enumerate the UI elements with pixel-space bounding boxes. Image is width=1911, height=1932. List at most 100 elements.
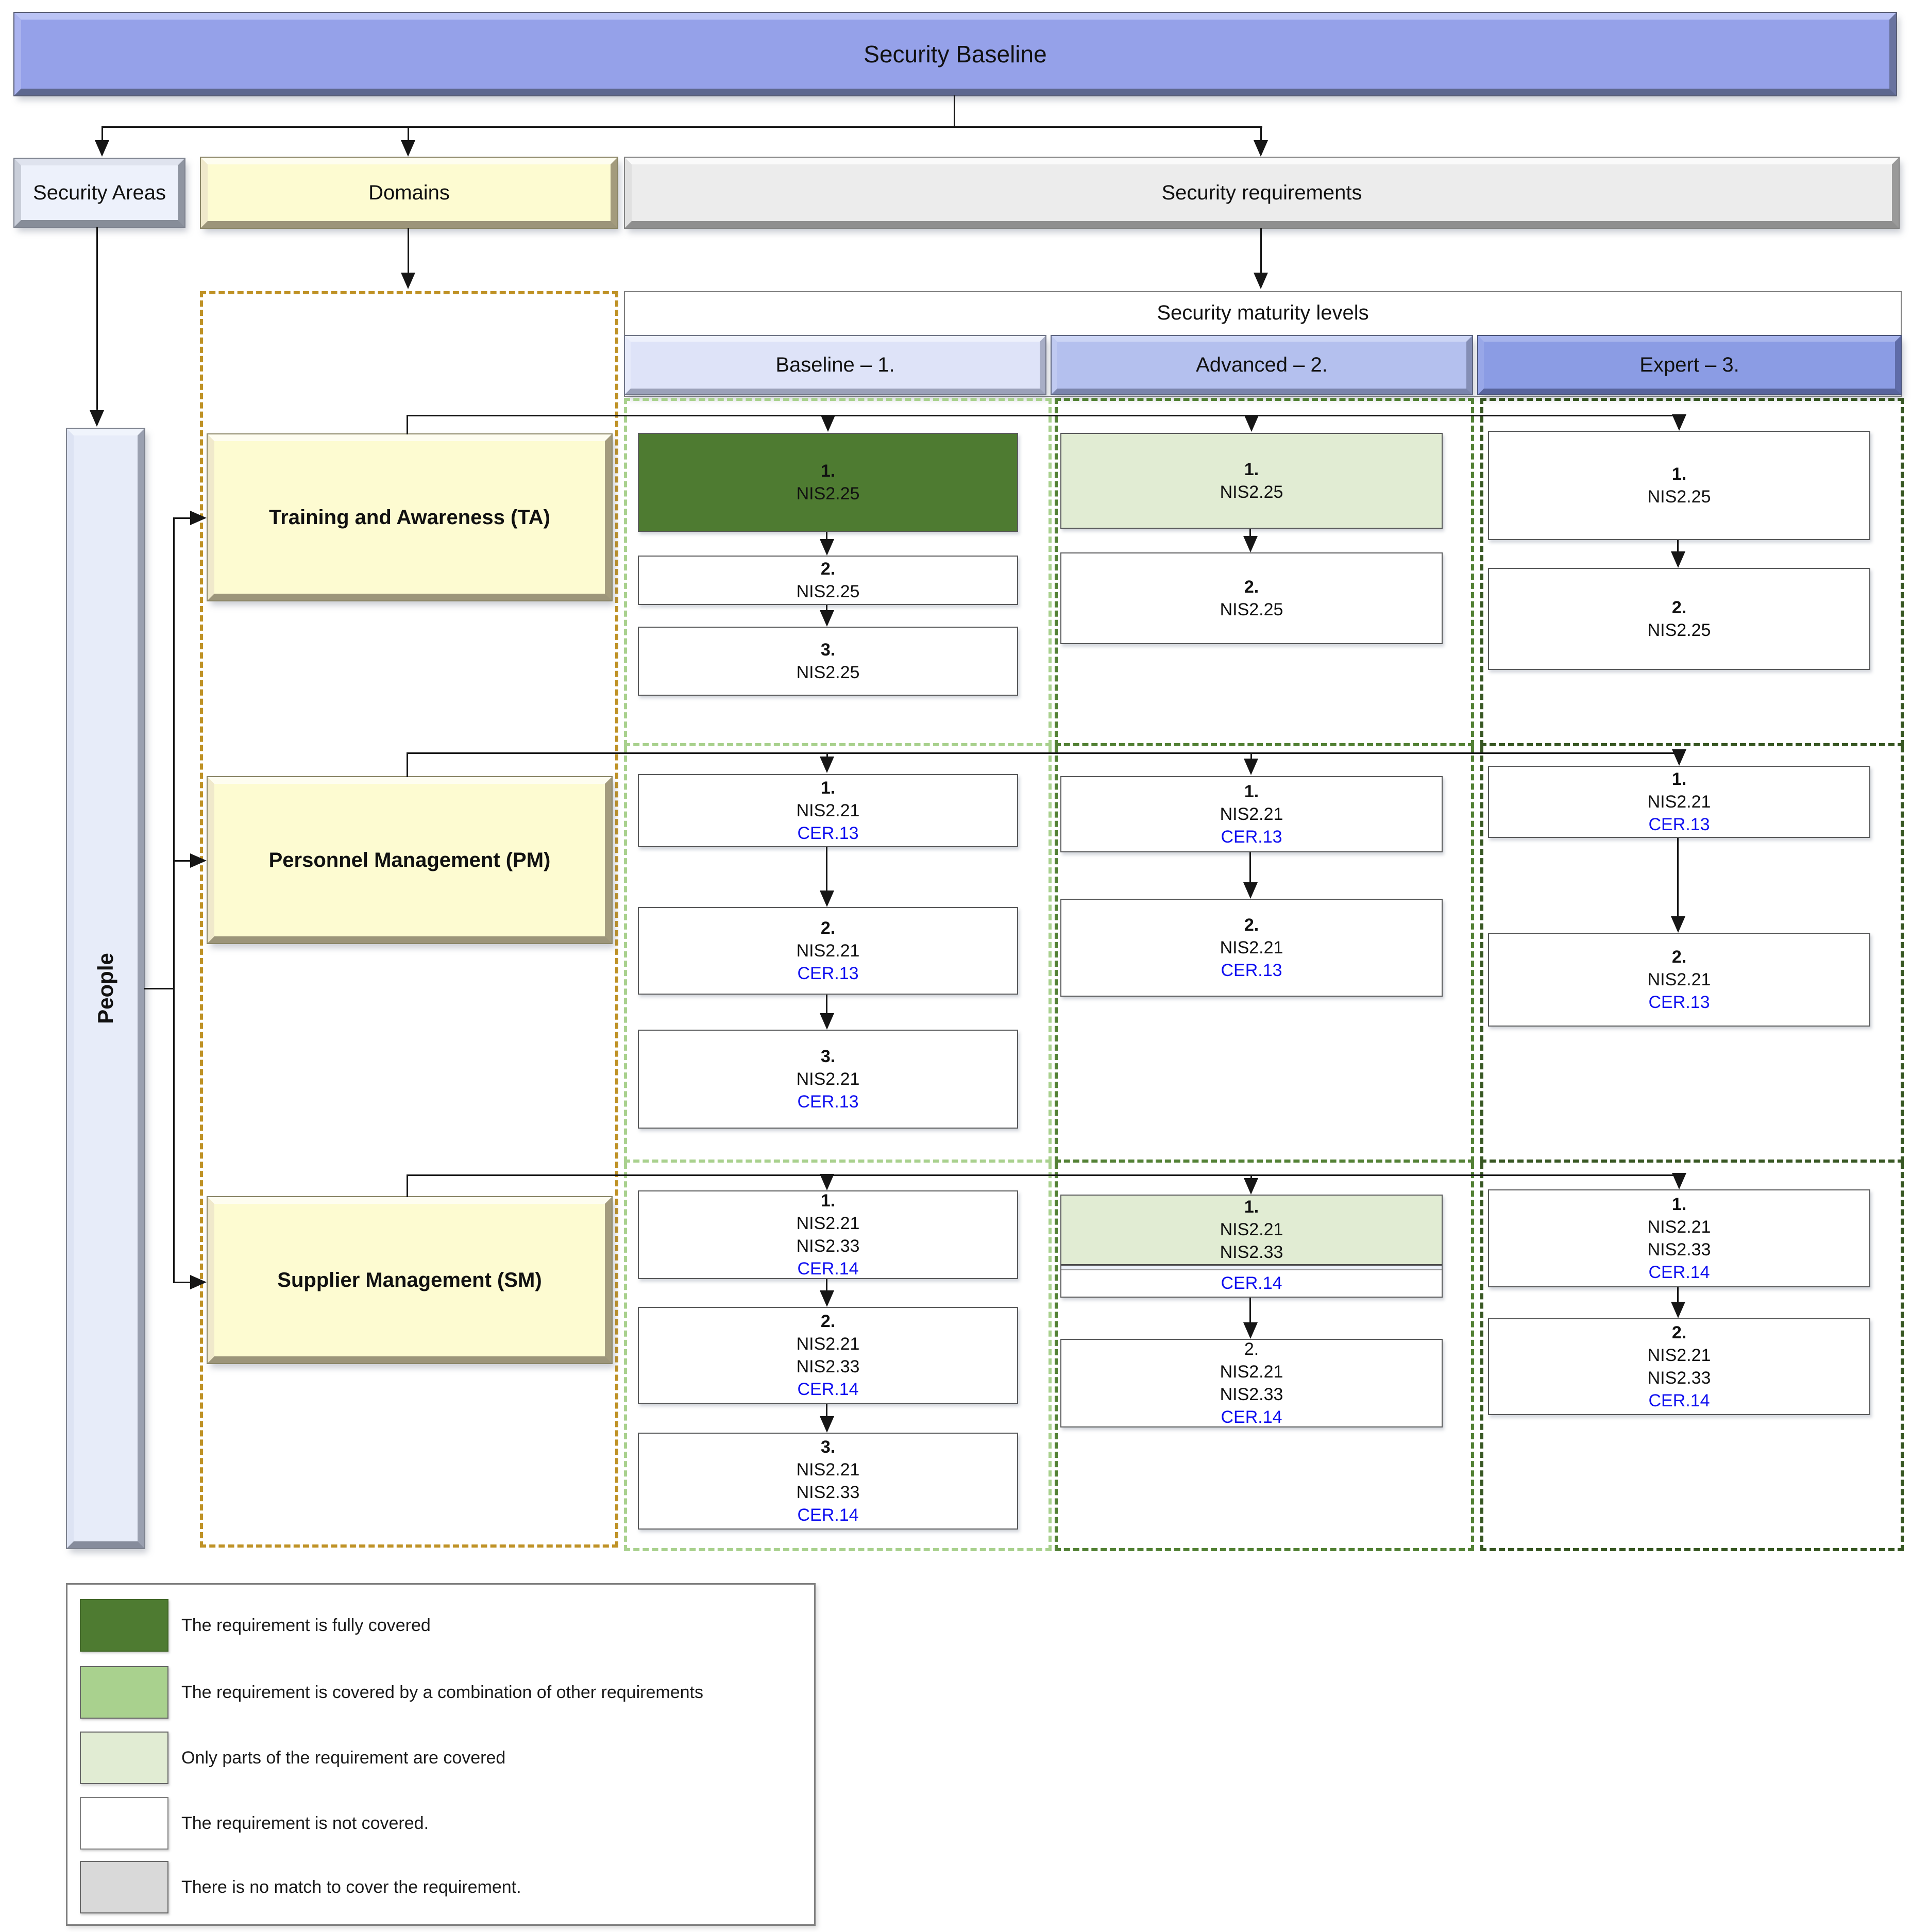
- req-number: 2.: [1244, 1339, 1259, 1359]
- req-link[interactable]: CER.13: [1221, 827, 1282, 847]
- arrow-down-icon: [820, 1416, 834, 1433]
- connector: [1249, 852, 1251, 883]
- req-link[interactable]: CER.13: [1648, 993, 1710, 1013]
- req-link[interactable]: CER.14: [1221, 1407, 1282, 1427]
- legend-label: The requirement is not covered.: [181, 1797, 800, 1850]
- connector: [826, 1279, 827, 1291]
- legend-label: Only parts of the requirement are covere…: [181, 1732, 800, 1784]
- req-sm-advanced-2: 2. NIS2.21 NIS2.33 CER.14: [1060, 1339, 1443, 1427]
- req-pm-advanced-1: 1. NIS2.21 CER.13: [1060, 776, 1443, 852]
- connector: [408, 126, 409, 142]
- domain-training-awareness: Training and Awareness (TA): [207, 433, 613, 601]
- req-link[interactable]: CER.14: [1221, 1273, 1282, 1293]
- req-ref: NIS2.21: [1647, 792, 1711, 812]
- advanced-level-label: Advanced – 2.: [1196, 354, 1328, 376]
- domains-group-frame: [200, 291, 618, 1548]
- legend-swatch-no-match: [80, 1861, 168, 1913]
- req-sm-expert-1: 1. NIS2.21 NIS2.33 CER.14: [1488, 1189, 1870, 1287]
- req-ref: NIS2.25: [1220, 600, 1283, 619]
- req-ta-expert-2: 2. NIS2.25: [1488, 568, 1870, 670]
- domains-box: Domains: [200, 157, 618, 229]
- legend-label: There is no match to cover the requireme…: [181, 1861, 800, 1913]
- arrow-down-icon: [1244, 415, 1259, 432]
- connector: [826, 995, 827, 1014]
- req-number: 2.: [1244, 577, 1259, 597]
- req-ref: NIS2.25: [1647, 620, 1711, 640]
- req-link[interactable]: CER.14: [797, 1259, 859, 1279]
- legend: [66, 1583, 816, 1926]
- maturity-level-advanced: Advanced – 2.: [1051, 335, 1473, 395]
- arrow-down-icon: [1243, 536, 1258, 552]
- maturity-levels-title: Security maturity levels: [1157, 301, 1369, 324]
- req-ref: NIS2.25: [796, 484, 860, 503]
- req-number: 1.: [1244, 1197, 1259, 1217]
- legend-swatch-partial: [80, 1732, 168, 1784]
- req-number: 1.: [820, 778, 836, 798]
- legend-swatch-fully-covered: [80, 1599, 168, 1652]
- connector: [102, 126, 1262, 128]
- req-number: 2.: [1671, 597, 1687, 617]
- expert-pm-frame: [1480, 746, 1904, 1163]
- connector: [826, 1404, 827, 1417]
- req-ref: NIS2.21: [796, 800, 860, 820]
- req-number: 1.: [1671, 769, 1687, 789]
- connector: [826, 847, 827, 892]
- req-link[interactable]: CER.13: [1648, 815, 1710, 835]
- req-pm-expert-1: 1. NIS2.21 CER.13: [1488, 766, 1870, 838]
- req-ref: NIS2.33: [1647, 1240, 1711, 1259]
- arrow-down-icon: [1672, 749, 1686, 766]
- arrow-down-icon: [1244, 1178, 1258, 1195]
- req-link[interactable]: CER.14: [797, 1505, 859, 1525]
- req-link[interactable]: CER.14: [1648, 1263, 1710, 1283]
- security-requirements-label: Security requirements: [1161, 181, 1362, 204]
- req-pm-baseline-3: 3. NIS2.21 CER.13: [638, 1030, 1018, 1129]
- arrow-down-icon: [1672, 1173, 1686, 1189]
- title-bar: Security Baseline: [13, 12, 1897, 96]
- connector: [173, 517, 191, 519]
- people-label: People: [93, 953, 117, 1024]
- security-areas-label: Security Areas: [33, 181, 166, 204]
- pm-label: Personnel Management (PM): [268, 849, 551, 871]
- req-link[interactable]: CER.14: [797, 1380, 859, 1400]
- advanced-sm-frame: [1055, 1163, 1474, 1551]
- req-section-divider: [1061, 1265, 1442, 1270]
- arrow-down-icon: [820, 757, 834, 773]
- arrow-down-icon: [820, 1174, 834, 1190]
- connector: [1250, 752, 1252, 760]
- connector: [407, 1174, 1680, 1176]
- req-ref: NIS2.21: [1220, 804, 1283, 824]
- req-link[interactable]: CER.13: [1221, 961, 1282, 981]
- req-ta-advanced-2: 2. NIS2.25: [1060, 552, 1443, 644]
- connector: [954, 95, 955, 127]
- arrow-down-icon: [821, 415, 835, 432]
- connector: [826, 752, 828, 759]
- req-ref: NIS2.33: [796, 1483, 860, 1502]
- legend-swatch-combination: [80, 1666, 168, 1719]
- req-link[interactable]: CER.13: [797, 824, 859, 844]
- req-pm-expert-2: 2. NIS2.21 CER.13: [1488, 933, 1870, 1027]
- req-link[interactable]: CER.13: [797, 1092, 859, 1112]
- connector: [96, 227, 98, 410]
- req-number: 1.: [1244, 459, 1259, 479]
- req-ref: NIS2.33: [1647, 1368, 1711, 1388]
- req-ref: NIS2.25: [796, 582, 860, 601]
- advanced-ta-frame: [1055, 398, 1474, 746]
- connector: [407, 752, 1680, 754]
- security-requirements-box: Security requirements: [624, 157, 1900, 229]
- ta-label: Training and Awareness (TA): [268, 506, 551, 529]
- arrow-down-icon: [90, 410, 104, 427]
- connector: [1260, 228, 1262, 273]
- arrow-down-icon: [820, 610, 834, 627]
- req-number: 1.: [1671, 1194, 1687, 1214]
- req-pm-baseline-1: 1. NIS2.21 CER.13: [638, 774, 1018, 847]
- req-number: 1.: [1244, 781, 1259, 801]
- req-sm-baseline-1: 1. NIS2.21 NIS2.33 CER.14: [638, 1190, 1018, 1279]
- req-link[interactable]: CER.13: [797, 964, 859, 984]
- connector: [407, 753, 408, 777]
- req-ta-baseline-3: 3. NIS2.25: [638, 627, 1018, 696]
- req-ref: NIS2.25: [796, 663, 860, 682]
- req-link[interactable]: CER.14: [1648, 1391, 1710, 1411]
- domain-personnel-management: Personnel Management (PM): [207, 776, 613, 944]
- baseline-ta-frame: [624, 398, 1052, 746]
- connector: [173, 518, 175, 1283]
